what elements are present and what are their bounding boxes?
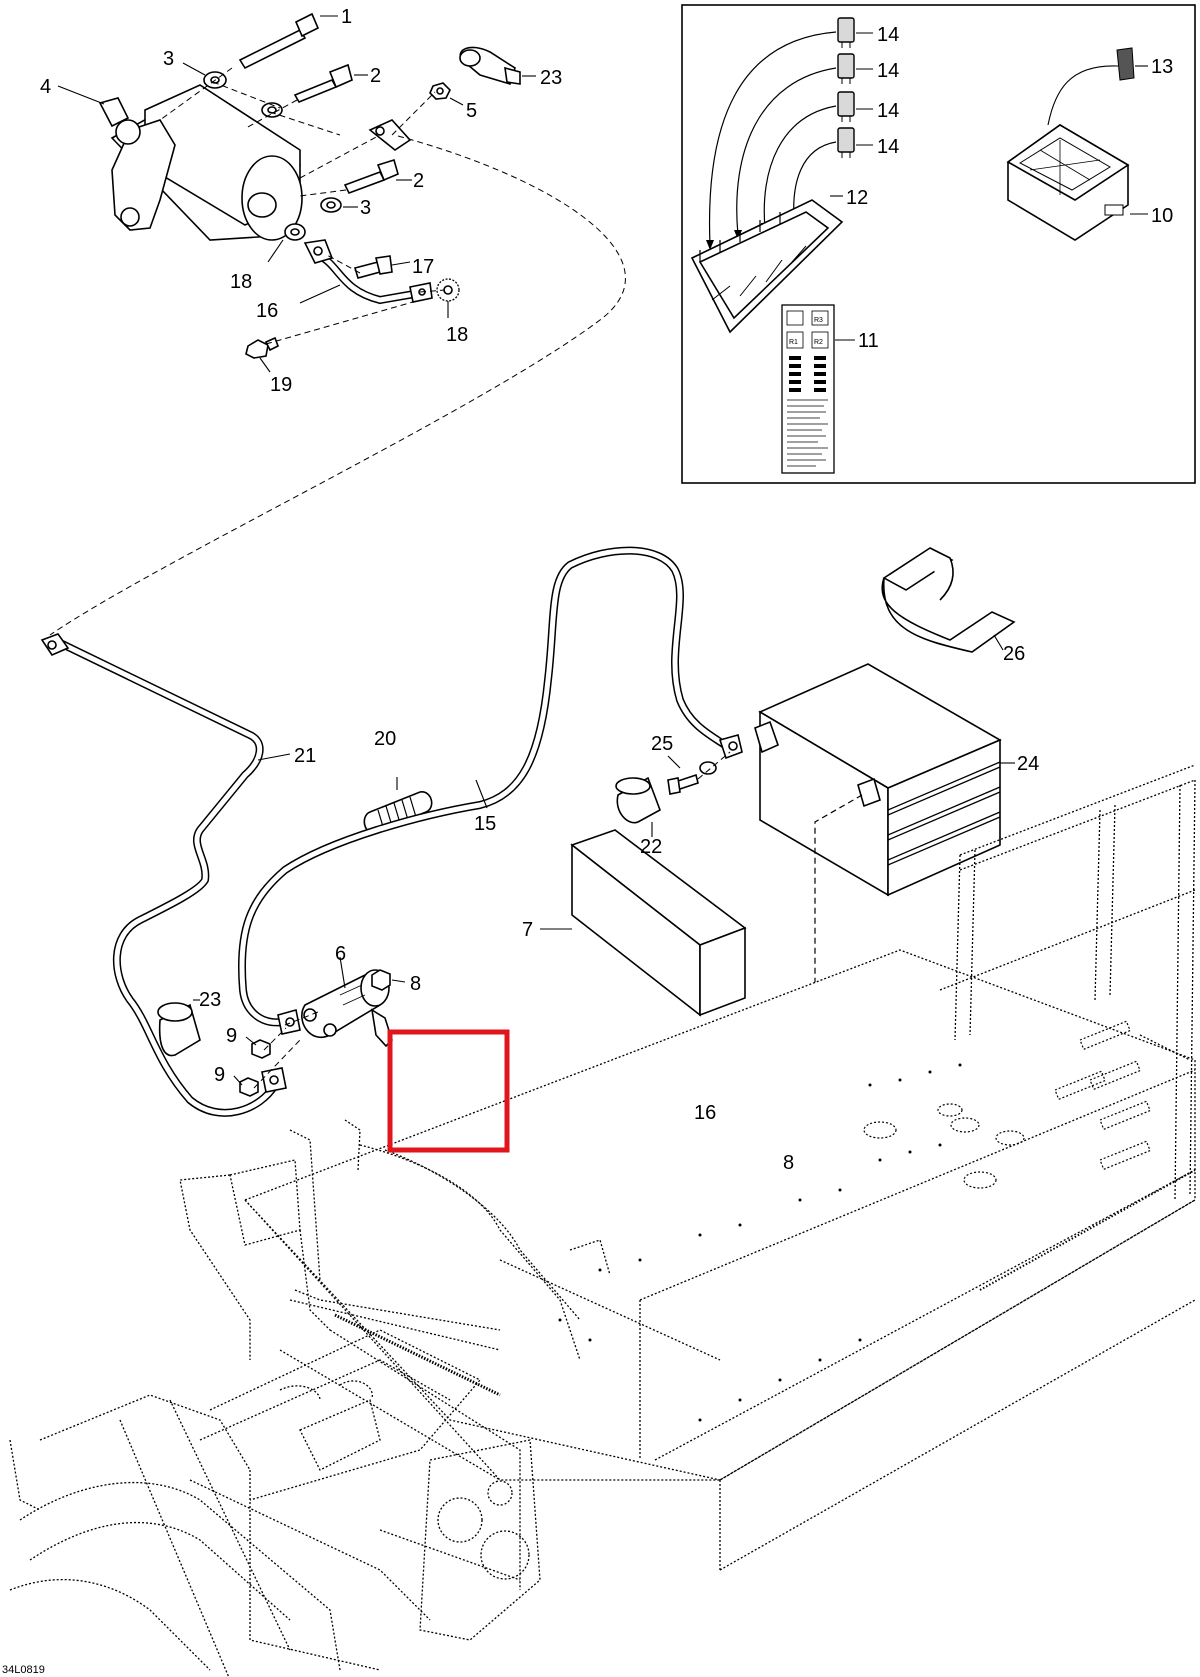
- star-washer-18-b: [436, 278, 460, 302]
- nut-9-a: [251, 1039, 271, 1059]
- starter-motor: [98, 84, 303, 241]
- callout-17: 17: [412, 256, 434, 278]
- bolt-25: [667, 761, 717, 795]
- fuse-chart-r2-label: R2: [814, 339, 823, 346]
- nut-8-solenoid: [371, 969, 391, 991]
- bolt-2-lower: [343, 158, 399, 194]
- battery-strap-26: [881, 547, 1016, 653]
- callout-8-frame: 8: [783, 1152, 794, 1174]
- callout-2-upper: 2: [370, 65, 381, 87]
- battery-24: [754, 663, 1002, 897]
- callout-labels: 1 2 3 4 23 5 2 3 17 18 16 18 19 14 14 14…: [40, 6, 1173, 1174]
- fuse-chart-r3-label: R3: [814, 317, 823, 324]
- callout-11: 11: [858, 330, 879, 352]
- bolt-1: [238, 12, 320, 70]
- callout-3-upper: 3: [163, 48, 174, 70]
- callout-22: 22: [640, 836, 662, 858]
- starter-cable-16-top: [303, 239, 433, 305]
- nut-9-b: [239, 1077, 259, 1097]
- callout-24: 24: [1017, 753, 1039, 775]
- callout-3-lower: 3: [360, 197, 371, 219]
- callout-21: 21: [294, 745, 316, 767]
- highlight-box: [387, 1029, 510, 1153]
- callout-14-a: 14: [877, 24, 899, 46]
- callout-13: 13: [1151, 56, 1173, 78]
- callout-16-top: 16: [256, 300, 278, 322]
- fuse-chart-r1-label: R1: [789, 339, 798, 346]
- callout-15: 15: [474, 813, 496, 835]
- callout-1: 1: [341, 6, 352, 28]
- callout-20: 20: [374, 728, 396, 750]
- callout-6: 6: [335, 943, 346, 965]
- callout-9-upper: 9: [226, 1025, 237, 1047]
- callout-14-c: 14: [877, 100, 899, 122]
- chassis-frame: [9, 764, 1196, 1677]
- callout-8-solenoid: 8: [410, 973, 421, 995]
- fuse-14-icons: [837, 17, 855, 158]
- terminal-boot-22: [615, 776, 661, 824]
- callout-2-lower: 2: [413, 170, 424, 192]
- relay-cover-13: [1116, 47, 1135, 81]
- nut-5: [429, 82, 451, 100]
- bolt-17: [353, 255, 393, 279]
- fuse-box-tray: [690, 199, 844, 334]
- callout-14-b: 14: [877, 60, 899, 82]
- callout-16-bottom: 16: [694, 1102, 716, 1124]
- document-id: 34L0819: [2, 1664, 45, 1676]
- ground-cable-21: [40, 633, 287, 1117]
- callout-9-lower: 9: [214, 1064, 225, 1086]
- callout-18-left: 18: [230, 271, 252, 293]
- callout-18-right: 18: [446, 324, 468, 346]
- callout-25: 25: [651, 733, 673, 755]
- inset-frame: [681, 4, 1196, 484]
- callout-19: 19: [270, 374, 292, 396]
- callout-26: 26: [1003, 643, 1025, 665]
- callout-23-bottom: 23: [199, 989, 221, 1011]
- callout-7: 7: [522, 919, 533, 941]
- bolt-19: [245, 336, 280, 359]
- relay-box: [1006, 124, 1130, 241]
- callout-10: 10: [1151, 205, 1173, 227]
- callout-23-top: 23: [540, 67, 562, 89]
- callout-4: 4: [40, 76, 51, 98]
- battery-pad-7: [570, 829, 747, 1017]
- callout-12: 12: [846, 187, 868, 209]
- bolt-2-upper: [293, 63, 353, 104]
- callout-14-d: 14: [877, 136, 899, 158]
- terminal-boot-23-bottom: [157, 1002, 201, 1057]
- callout-5: 5: [466, 100, 477, 122]
- fuse-chart-label: R1 R2 R3: [781, 304, 835, 474]
- terminal-boot-23-top: [459, 46, 521, 85]
